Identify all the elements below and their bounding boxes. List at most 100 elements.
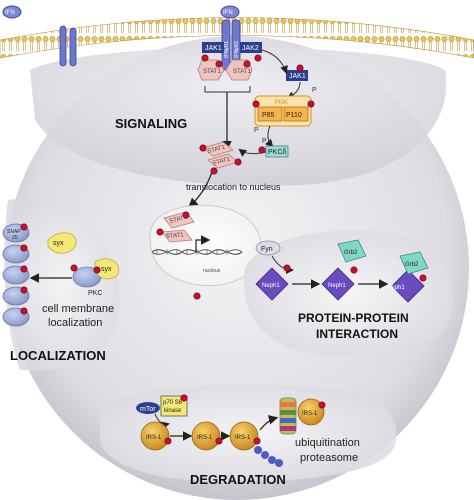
p-label-3: P [262,138,267,145]
p85-label: P85 [262,112,275,119]
transcription-arrow [195,235,211,252]
phosphate-layer [20,54,427,445]
pi3k-label: PI3K [275,100,288,106]
grb2-a-icon [337,239,367,263]
phosphate-icon [350,266,358,274]
fyn-icon [255,240,281,256]
degradation-caption-2: proteasome [300,452,358,464]
stat1-f-label: STAT1 [166,232,185,240]
phosphate-icon [296,64,304,72]
phosphate-icon [20,286,28,294]
ifn-ligand-icon: IFN [220,5,240,19]
pkc-delta-label: PKCδ [268,149,286,156]
phosphate-icon [318,401,326,409]
stat1-dimer-nuclear: STAT1 STAT1 [161,211,195,243]
arrow-jak2-jak1 [261,49,288,74]
phosphate-icon [199,144,207,152]
interaction-region [244,230,454,357]
irs1-a-icon [140,421,170,451]
irs1-a-label: IRS-1 [146,435,162,441]
phosphate-icon [283,264,291,272]
grb2-b-label: Grb2 [405,262,419,268]
arrow-fyn-neph [271,255,294,274]
ifn-ligand-icon: IFN [2,5,22,19]
jak1-left-box [202,42,224,53]
interaction-title-2: INTERACTION [316,327,398,341]
signaling-region [30,47,447,186]
stat1-e-label: STAT1 [169,214,188,225]
mtor-label: mTor [140,406,156,413]
snap-label-num: 25 [12,235,18,241]
phosphate-icon [254,54,262,62]
cell-membrane [0,17,474,59]
p85-box [257,106,283,122]
ifn-label-left: IFN [5,10,15,16]
neph1-a-label: Neph1 [262,283,280,289]
jak1-right-label: JAK1 [289,73,306,80]
phosphate-icon [253,437,261,445]
proteasome-icon [279,397,297,435]
mtor-icon [136,402,160,414]
pkc-delta-box [265,145,289,158]
stat1-c-label: STAT1 [207,144,226,155]
p70-box [160,395,188,417]
phosphate-icon [210,167,218,175]
phosphate-icon [252,100,260,108]
phosphate-icon [243,60,251,68]
irs1-d-icon [297,398,325,426]
p70-label-2: kinase [164,408,182,414]
arrow-mtor-p70 [154,413,170,430]
arrow-irs-proteasome [259,415,279,431]
localization-caption-1: cell membrane [42,303,114,315]
neph1-c-label: Neph1 [387,285,405,291]
neph1-a-icon [255,267,289,301]
phosphate-icon [234,158,242,166]
p-label-1: P [312,87,317,94]
localization-title: LOCALIZATION [10,348,106,363]
phosphate-icon [201,54,209,62]
stat1-a-label: STAT1 [203,69,221,75]
phosphate-icon [164,437,172,445]
arrow-translocation [188,171,213,208]
p110-box [283,106,309,122]
signaling-title: SIGNALING [115,116,187,131]
phosphate-icon [193,292,201,300]
p110-label: P110 [286,112,302,119]
irs1-c-label: IRS-1 [235,435,251,441]
phosphate-icon [215,60,223,68]
degradation-caption-1: ubiquitination [295,437,360,449]
neph1-c-icon [391,269,425,303]
phosphate-icon [93,266,101,274]
phosphate-icon [20,265,28,273]
syx-a-label: syx [53,240,64,247]
jak2-box [240,42,262,53]
phosphate-icon [258,146,266,154]
phosphate-icon [20,223,28,231]
stat1-d-label: STAT1 [212,156,231,167]
phosphate-icon [70,264,78,272]
jak1-left-label: JAK1 [205,45,222,52]
phosphate-icon [419,274,427,282]
receptor-2-label: IFNγR2 [234,41,240,58]
jak2-label: JAK2 [242,45,259,52]
snap-label-top: SNAP [7,229,21,235]
phosphate-icon [180,394,188,402]
receptor-1-label: IFNγR1 [224,41,230,58]
pkc-label: PKC [88,290,102,297]
receptor-icon [59,25,77,67]
irs1-d-label: IRS-1 [302,411,318,417]
fyn-label: Fyn [261,246,273,253]
arrow-pi3k-pkc [265,125,274,148]
ifn-label-right: IFN [223,10,233,16]
localization-caption-2: localization [48,317,102,329]
localization-region [4,198,120,371]
interaction-title-1: PROTEIN-PROTEIN [298,311,409,325]
grb2-b-icon [399,251,429,275]
phosphate-icon [156,228,164,236]
phosphate-icon [215,437,223,445]
nucleus-label: nucleus [203,268,221,274]
neph1-b-label: Neph1 [328,283,346,289]
syx-a-icon [47,232,77,254]
phosphate-icon [307,100,315,108]
